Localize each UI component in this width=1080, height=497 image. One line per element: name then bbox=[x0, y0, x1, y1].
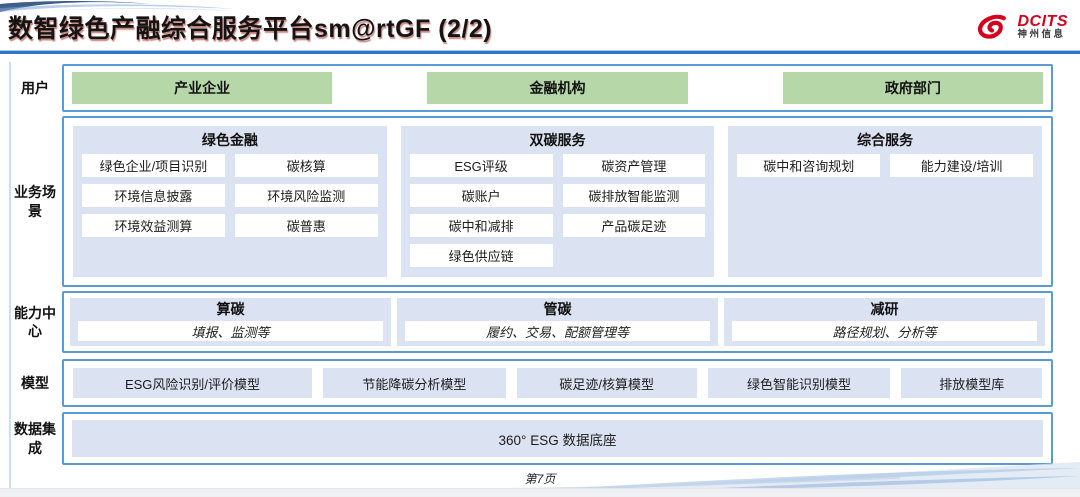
capability-calc-carbon: 算碳 填报、监测等 bbox=[70, 298, 391, 346]
page-number: 第7页 bbox=[524, 472, 556, 486]
model-chip: 节能降碳分析模型 bbox=[322, 368, 506, 398]
scenario-item: 碳资产管理 bbox=[562, 154, 706, 177]
title-underline-rule bbox=[0, 50, 1080, 54]
panel-green-finance-title: 绿色金融 bbox=[201, 132, 258, 148]
capability-desc: 填报、监测等 bbox=[78, 321, 383, 341]
scenario-item: 碳中和咨询规划 bbox=[737, 154, 881, 177]
logo-subtitle: 神州信息 bbox=[1017, 29, 1066, 41]
scenario-item: 碳核算 bbox=[234, 154, 378, 177]
scenario-item: 碳中和减排 bbox=[409, 214, 553, 237]
scenario-item: 产品碳足迹 bbox=[562, 214, 706, 237]
left-accent-line bbox=[9, 62, 11, 488]
data-integration-row-label: 数据集成 bbox=[14, 421, 56, 456]
panel-comprehensive-grid: 碳中和咨询规划 能力建设/培训 bbox=[737, 154, 1034, 177]
scenario-item: 碳账户 bbox=[409, 184, 553, 207]
dcits-logo-text: DCITS 神州信息 bbox=[1017, 12, 1069, 41]
model-chip: ESG风险识别/评价模型 bbox=[73, 368, 312, 398]
panel-green-finance: 绿色金融 绿色企业/项目识别 碳核算 环境信息披露 环境风险监测 环境效益测算 … bbox=[73, 126, 387, 277]
models-row-label: 模型 bbox=[21, 374, 49, 391]
panel-dual-carbon-grid: ESG评级 碳资产管理 碳账户 碳排放智能监测 碳中和减排 产品碳足迹 绿色供应… bbox=[409, 154, 706, 267]
model-chip: 排放模型库 bbox=[901, 368, 1042, 398]
capability-reduce-research: 减研 路径规划、分析等 bbox=[724, 298, 1045, 346]
user-chip-industry: 产业企业 bbox=[72, 72, 333, 104]
capabilities-row-label: 能力中心 bbox=[14, 304, 56, 339]
panel-comprehensive: 综合服务 碳中和咨询规划 能力建设/培训 bbox=[728, 126, 1043, 277]
dcits-logo: DCITS 神州信息 bbox=[973, 13, 1069, 41]
capability-desc: 履约、交易、配额管理等 bbox=[405, 321, 710, 341]
top-left-swirl-decoration bbox=[0, 1, 235, 12]
models-row: 模型 ESG风险识别/评价模型 节能降碳分析模型 碳足迹/核算模型 绿色智能识别… bbox=[8, 359, 1053, 407]
data-integration-row-container: 360° ESG 数据底座 bbox=[62, 412, 1053, 465]
dcits-logo-icon bbox=[977, 14, 1006, 39]
page-title: 数智绿色产融综合服务平台sm@rtGF (2/2) bbox=[8, 15, 493, 43]
panel-green-finance-grid: 绿色企业/项目识别 碳核算 环境信息披露 环境风险监测 环境效益测算 碳普惠 bbox=[82, 154, 378, 237]
user-chip-government: 政府部门 bbox=[782, 72, 1043, 104]
capability-desc: 路径规划、分析等 bbox=[732, 321, 1037, 341]
scenario-item: 环境风险监测 bbox=[234, 184, 378, 207]
scenario-item: 碳排放智能监测 bbox=[562, 184, 706, 207]
bottom-gray-strip bbox=[0, 488, 1080, 497]
scenario-item: 环境效益测算 bbox=[82, 214, 225, 237]
users-row: 用户 产业企业 金融机构 政府部门 bbox=[8, 64, 1053, 112]
users-row-label: 用户 bbox=[21, 79, 49, 96]
scenario-item: 绿色供应链 bbox=[409, 244, 553, 267]
model-chip: 碳足迹/核算模型 bbox=[516, 368, 697, 398]
panel-dual-carbon-title: 双碳服务 bbox=[529, 132, 586, 148]
users-row-container: 产业企业 金融机构 政府部门 bbox=[62, 64, 1053, 112]
capability-title: 管碳 bbox=[543, 301, 572, 317]
user-chip-finance: 金融机构 bbox=[427, 72, 688, 104]
panel-dual-carbon: 双碳服务 ESG评级 碳资产管理 碳账户 碳排放智能监测 碳中和减排 产品碳足迹… bbox=[400, 126, 715, 277]
capabilities-row: 能力中心 算碳 填报、监测等 管碳 履约、交易、配额管理等 减研 路径规划、分析… bbox=[8, 291, 1053, 353]
esg-data-base-chip: 360° ESG 数据底座 bbox=[72, 420, 1043, 457]
data-integration-row: 数据集成 360° ESG 数据底座 bbox=[8, 412, 1053, 465]
logo-brand: DCITS bbox=[1017, 12, 1068, 30]
scenario-item: 环境信息披露 bbox=[82, 184, 225, 207]
scenario-item: ESG评级 bbox=[409, 154, 553, 177]
bottom-right-swirl-decoration bbox=[480, 462, 1080, 490]
scenarios-row: 业务场景 绿色金融 绿色企业/项目识别 碳核算 环境信息披露 环境风险监测 环境… bbox=[8, 116, 1053, 287]
models-row-container: ESG风险识别/评价模型 节能降碳分析模型 碳足迹/核算模型 绿色智能识别模型 … bbox=[62, 359, 1053, 407]
scenarios-row-container: 绿色金融 绿色企业/项目识别 碳核算 环境信息披露 环境风险监测 环境效益测算 … bbox=[62, 116, 1053, 287]
capability-title: 减研 bbox=[870, 301, 899, 317]
model-chip: 绿色智能识别模型 bbox=[707, 368, 891, 398]
capability-title: 算碳 bbox=[216, 301, 245, 317]
capabilities-row-container: 算碳 填报、监测等 管碳 履约、交易、配额管理等 减研 路径规划、分析等 bbox=[62, 291, 1053, 353]
scenario-item: 碳普惠 bbox=[234, 214, 378, 237]
panel-comprehensive-title: 综合服务 bbox=[857, 132, 914, 148]
scenario-item: 能力建设/培训 bbox=[890, 154, 1034, 177]
scenarios-row-label: 业务场景 bbox=[14, 184, 56, 219]
scenario-item: 绿色企业/项目识别 bbox=[82, 154, 225, 177]
capability-manage-carbon: 管碳 履约、交易、配额管理等 bbox=[397, 298, 718, 346]
